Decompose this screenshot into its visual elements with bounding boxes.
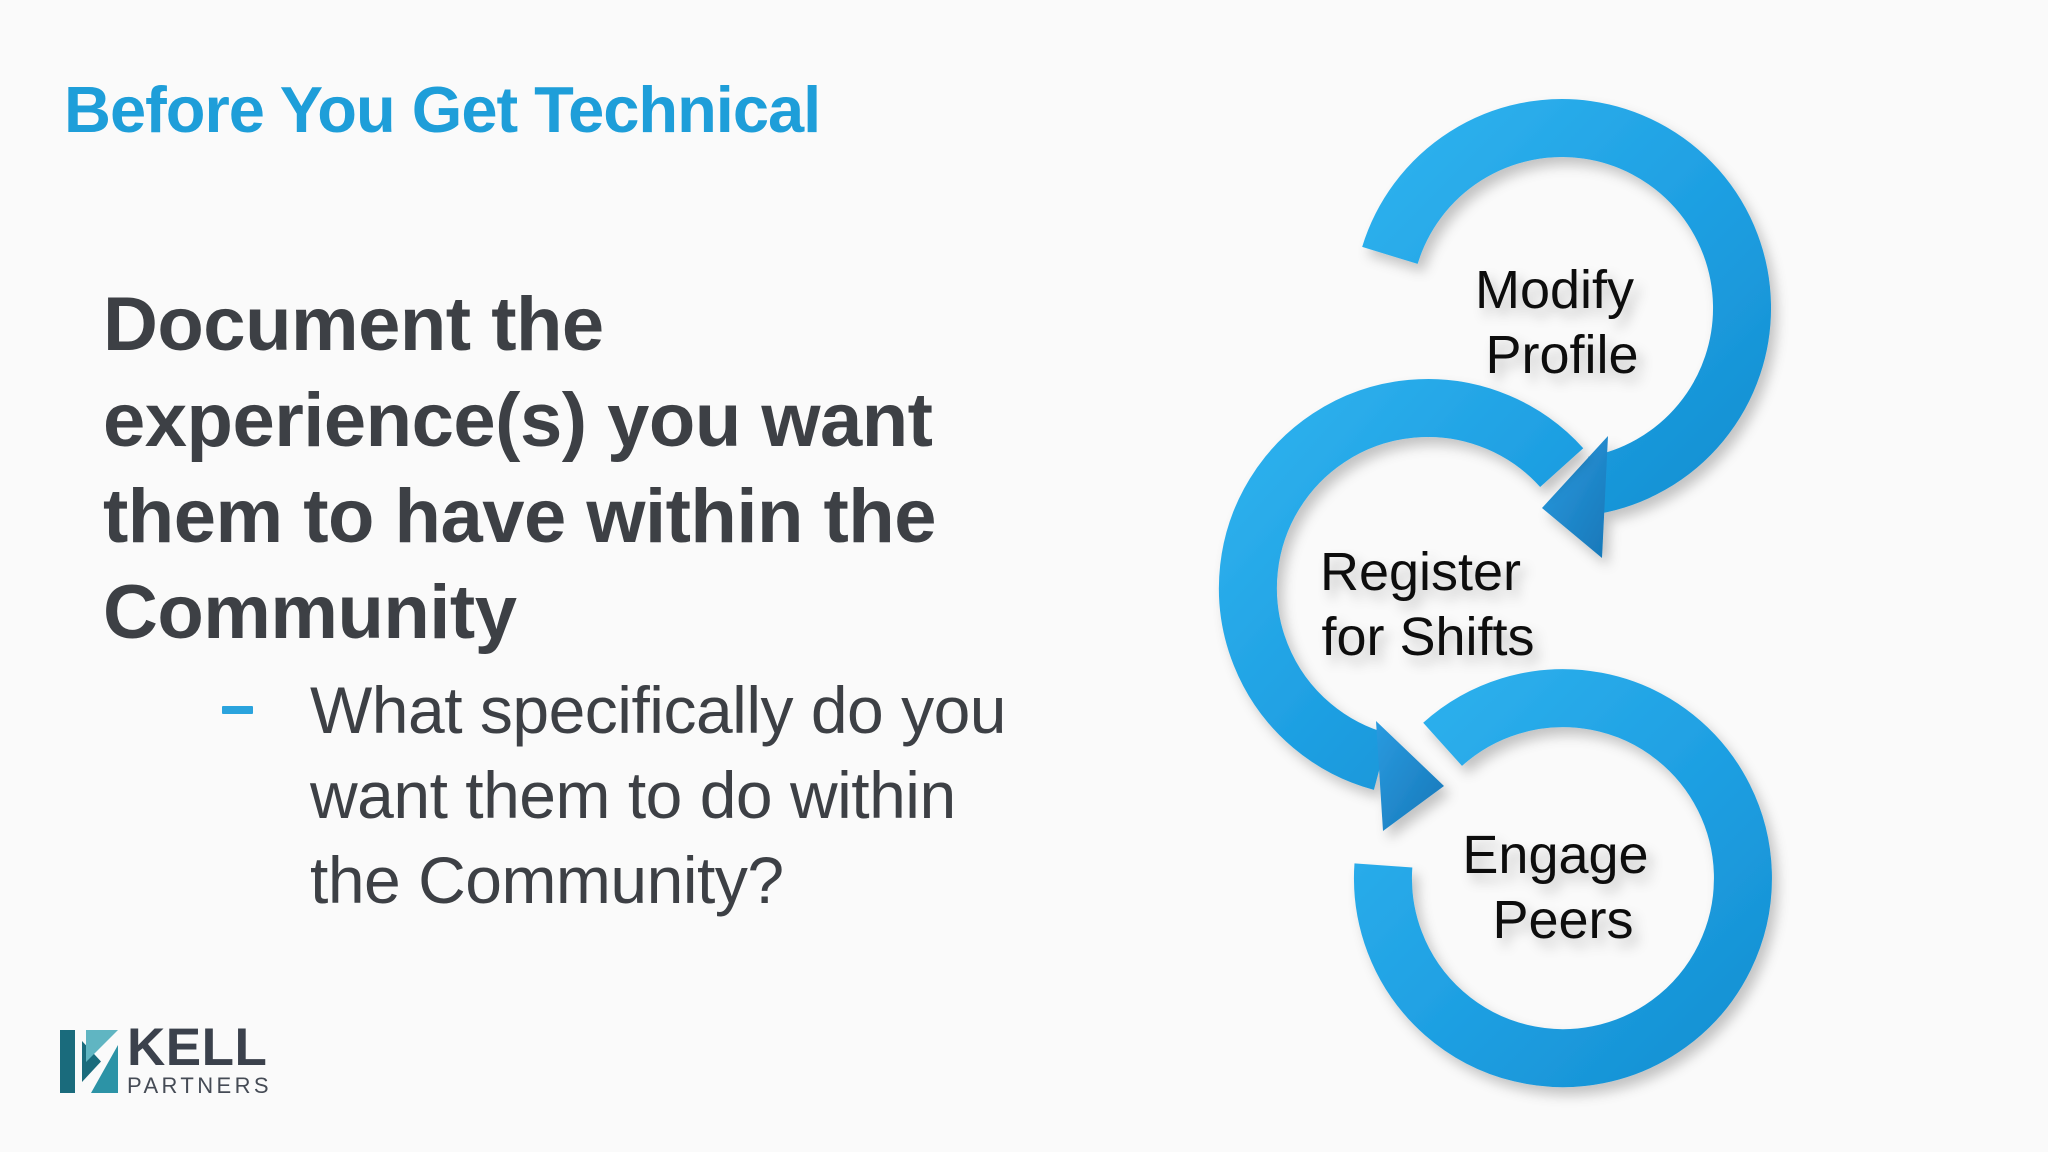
kell-partners-logo: KELL PARTNERS (60, 1021, 272, 1098)
cycle-step-register-for-shifts: Register for Shifts (1218, 379, 1584, 831)
logo-primary-text: KELL (127, 1018, 268, 1077)
slide-title: Before You Get Technical (64, 73, 821, 146)
heading-line: Document the (103, 282, 604, 367)
cycle-step-engage-peers: Engage Peers (1353, 669, 1772, 1088)
slide-heading: Document the experience(s) you want them… (103, 277, 937, 661)
cycle-step-modify-profile: Modify Profile (1362, 99, 1772, 558)
kell-logo-icon (60, 1030, 118, 1093)
circular-arrow-band (1362, 99, 1772, 514)
logo-text: KELL PARTNERS (127, 1021, 272, 1098)
bullet-dash (222, 706, 253, 714)
bullet-item: What specifically do you want them to do… (222, 668, 1007, 923)
arrowhead-icon (1542, 436, 1608, 558)
cycle-step-label: Engage Peers (1462, 825, 1663, 950)
heading-line: them to have within the (103, 474, 937, 559)
cycle-diagram: Modify Profile Register for Shifts Engag… (1218, 99, 1772, 1088)
bullet-text: What specifically do you want them to do… (310, 668, 1007, 923)
bullet-line: want them to do within (310, 758, 956, 832)
arrowhead-icon (1376, 721, 1444, 831)
logo-secondary-text: PARTNERS (127, 1073, 272, 1098)
cycle-step-label: Modify Profile (1475, 260, 1649, 385)
heading-line: experience(s) you want (103, 378, 933, 463)
cycle-step-label: Register for Shifts (1320, 542, 1536, 667)
bullet-line: What specifically do you (310, 673, 1007, 747)
bullet-line: the Community? (310, 843, 784, 917)
circular-arrow-band (1353, 669, 1772, 1088)
circular-arrow-band (1218, 379, 1584, 790)
heading-line: Community (103, 570, 517, 655)
